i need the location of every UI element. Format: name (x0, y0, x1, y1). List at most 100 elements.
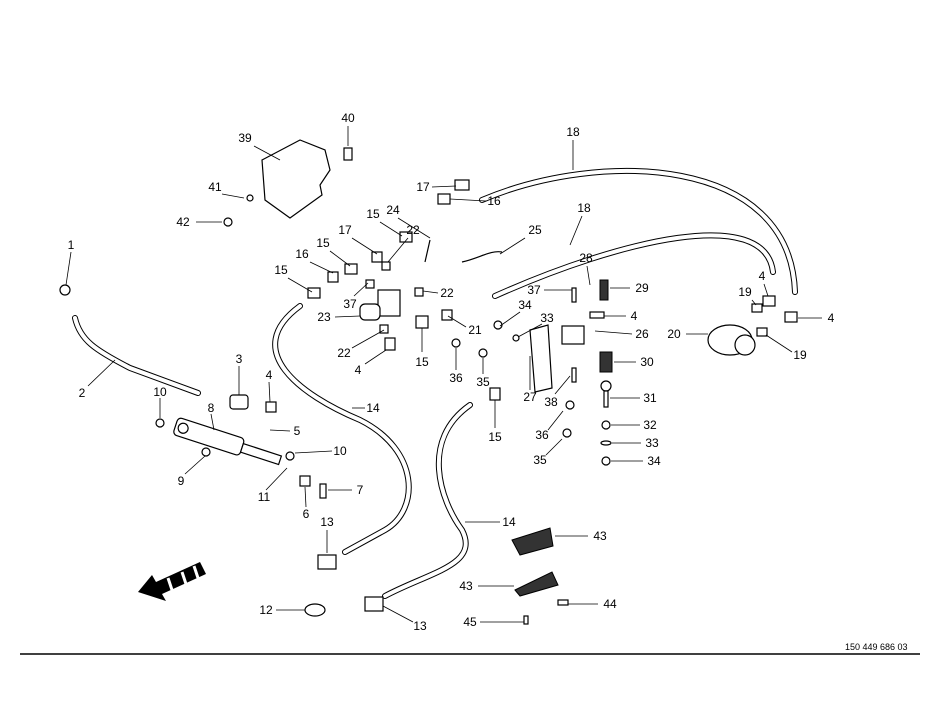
leader-line (499, 311, 521, 327)
callout-35: 35 (476, 375, 490, 389)
callout-45: 45 (463, 615, 477, 629)
callout-44: 44 (603, 597, 617, 611)
callout-22: 22 (440, 286, 454, 300)
leader-line (569, 215, 583, 246)
leader-line (379, 221, 403, 237)
leader-line (449, 198, 487, 202)
hydraulic-motor (707, 324, 756, 356)
leader-line (351, 329, 385, 349)
callout-10: 10 (153, 385, 167, 399)
callout-35: 35 (533, 453, 547, 467)
callout-17: 17 (416, 180, 430, 194)
hydraulic-cylinder (173, 417, 283, 466)
callout-15: 15 (316, 236, 330, 250)
callout-4: 4 (631, 309, 638, 323)
leader-line (221, 193, 245, 199)
callout-12: 12 (259, 603, 273, 617)
callout-21: 21 (468, 323, 482, 337)
spring-30 (599, 351, 613, 373)
callout-30: 30 (640, 355, 654, 369)
callout-16: 16 (295, 247, 309, 261)
leader-line (447, 315, 467, 328)
cable-tie (514, 571, 559, 597)
callout-10: 10 (333, 444, 347, 458)
leader-line (765, 334, 793, 353)
callout-7: 7 (357, 483, 364, 497)
callout-34: 34 (647, 454, 661, 468)
leader-line (351, 237, 378, 255)
bracket (529, 324, 553, 393)
callout-40: 40 (341, 111, 355, 125)
callout-25: 25 (528, 223, 542, 237)
callout-24: 24 (386, 203, 400, 217)
callout-29: 29 (635, 281, 649, 295)
hose-14-right (382, 402, 473, 599)
callout-15: 15 (366, 207, 380, 221)
callout-27: 27 (523, 390, 537, 404)
leader-line (422, 290, 439, 294)
callout-1: 1 (68, 238, 75, 252)
callout-18: 18 (577, 201, 591, 215)
leader-line (329, 250, 351, 267)
callout-4: 4 (266, 368, 273, 382)
valve-block (359, 289, 401, 321)
leader-line (294, 450, 333, 454)
callout-6: 6 (303, 507, 310, 521)
leader-line (517, 323, 543, 338)
callout-33: 33 (645, 436, 659, 450)
callout-26: 26 (635, 327, 649, 341)
callout-36: 36 (535, 428, 549, 442)
callout-9: 9 (178, 474, 185, 488)
callout-20: 20 (667, 327, 681, 341)
callout-41: 41 (208, 180, 222, 194)
leader-line (87, 359, 116, 387)
leader-line (382, 605, 414, 623)
callout-36: 36 (449, 371, 463, 385)
callout-2: 2 (79, 386, 86, 400)
callout-13: 13 (320, 515, 334, 529)
leader-line (431, 185, 457, 188)
callout-14: 14 (366, 401, 380, 415)
callout-39: 39 (238, 131, 252, 145)
spring-29 (599, 279, 609, 301)
callout-4: 4 (355, 363, 362, 377)
callout-11: 11 (258, 490, 271, 504)
guard-plate (261, 139, 331, 219)
callout-19: 19 (793, 348, 807, 362)
switch (561, 325, 585, 345)
hose-18-lower (492, 232, 776, 299)
callout-16: 16 (487, 194, 501, 208)
leader-line (309, 261, 334, 274)
callout-28: 28 (579, 251, 593, 265)
forward-direction-arrow-icon (138, 562, 206, 601)
leader-line (547, 410, 564, 431)
leader-line (184, 455, 206, 475)
callout-43: 43 (459, 579, 473, 593)
callout-23: 23 (317, 310, 331, 324)
callout-17: 17 (338, 223, 352, 237)
leader-line (586, 265, 591, 286)
part-number: 150 449 686 03 (845, 642, 908, 652)
callout-4: 4 (828, 311, 835, 325)
callout-19: 19 (738, 285, 752, 299)
leader-line (364, 349, 387, 365)
leader-line (594, 330, 633, 335)
leader-line (397, 217, 431, 239)
callout-42: 42 (176, 215, 190, 229)
leader-line (265, 467, 288, 491)
ball-valve (229, 394, 249, 410)
leader-line (545, 438, 563, 456)
callout-37: 37 (343, 297, 357, 311)
callout-37: 37 (527, 283, 541, 297)
hose-2 (72, 315, 201, 396)
leader-line (268, 381, 271, 403)
leader-line (353, 282, 369, 297)
callout-4: 4 (759, 269, 766, 283)
callout-8: 8 (208, 401, 215, 415)
leader-line (751, 299, 757, 306)
callout-38: 38 (544, 395, 558, 409)
leader-line (554, 375, 571, 395)
hose-18-top (479, 167, 798, 295)
callout-15: 15 (488, 430, 502, 444)
callout-14: 14 (502, 515, 516, 529)
